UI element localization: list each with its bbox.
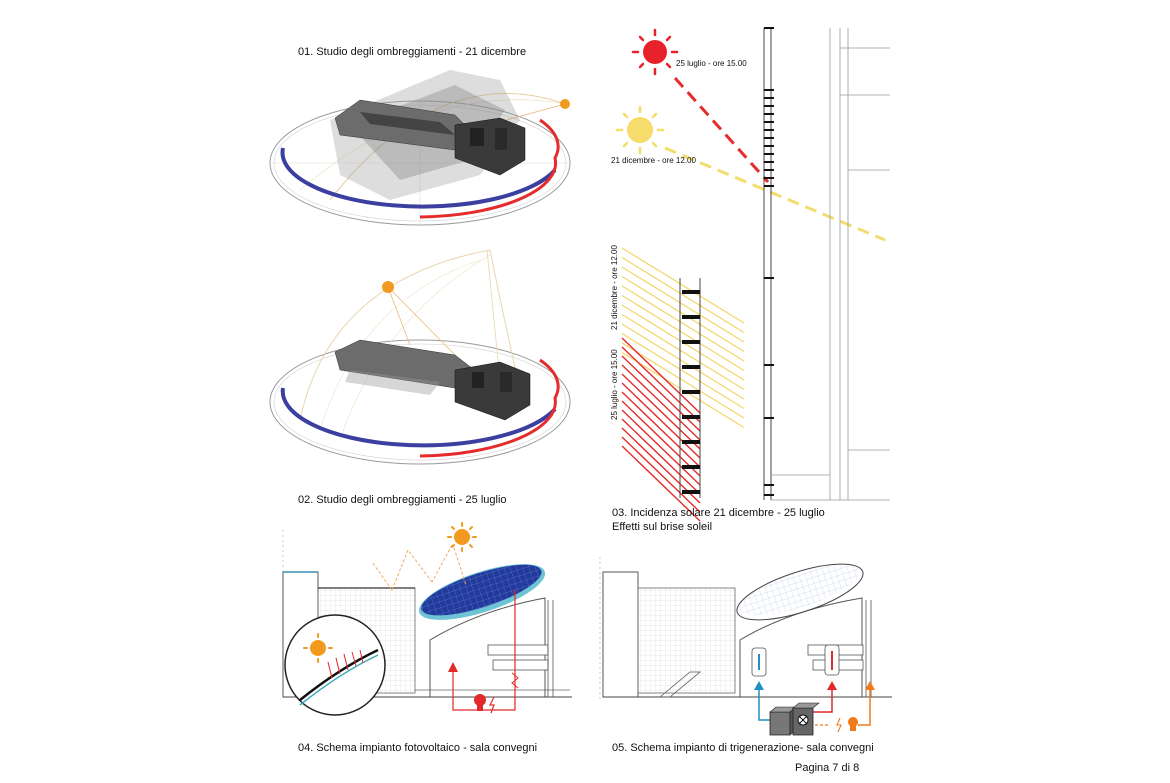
ray-line [621, 313, 745, 391]
ray-line [621, 391, 701, 468]
trigeneration-scheme [599, 557, 892, 736]
louvre-blade [682, 415, 700, 419]
ray-line [621, 247, 745, 324]
ray-line [621, 400, 701, 477]
ray-line [621, 323, 745, 400]
rays-label-summer: 25 luglio - ore 15.00 [610, 349, 619, 420]
louvre-blade [682, 340, 700, 344]
ray-line [621, 418, 701, 495]
ray-line [621, 364, 701, 441]
caption-04: 04. Schema impianto fotovoltaico - sala … [298, 742, 538, 754]
ray-line [621, 409, 701, 486]
sun-icon [303, 633, 333, 663]
ray-line [621, 342, 745, 419]
louvre-blade [682, 315, 700, 319]
ray-line [621, 346, 701, 423]
sun-label-summer: 25 luglio - ore 15.00 [676, 59, 747, 68]
ray-line [621, 294, 745, 372]
louvre-blade [682, 290, 700, 294]
ray-line [621, 382, 701, 459]
ray-line [621, 337, 701, 414]
louvre-blade [682, 490, 700, 494]
thermometer-icon [824, 644, 840, 676]
brise-soleil-rays [621, 247, 745, 522]
sun-icon [615, 105, 665, 155]
thermometer-icon [751, 647, 767, 677]
louvre-blade [682, 390, 700, 394]
ray-line [621, 285, 745, 362]
caption-03-subtitle: Effetti sul brise soleil [612, 521, 713, 533]
sun-icon [382, 281, 394, 293]
rays-label-winter: 21 dicembre - ore 12.00 [610, 245, 619, 330]
caption-01: 01. Studio degli ombreggiamenti - 21 dic… [298, 46, 527, 58]
louvre-blade [682, 365, 700, 369]
louvre-blade [682, 465, 700, 469]
sun-icon [560, 99, 570, 109]
shadow-study-dec21 [269, 70, 571, 226]
ray-line [621, 256, 745, 334]
ray-line [621, 332, 745, 410]
page-number: Pagina 7 di 8 [795, 762, 860, 774]
sun-icon [447, 522, 477, 552]
pv-scheme [282, 522, 572, 716]
fan-icon [792, 702, 820, 736]
caption-02: 02. Studio degli ombreggiamenti - 25 lug… [298, 494, 507, 506]
lightbulb-icon [848, 717, 858, 731]
ray-line [621, 445, 701, 522]
boiler-icon [769, 706, 797, 736]
louvre-blade [682, 440, 700, 444]
sun-icon [631, 28, 679, 76]
lightbulb-icon [474, 694, 486, 711]
ray-line [621, 373, 701, 450]
sun-label-winter: 21 dicembre - ore 12.00 [611, 156, 696, 165]
solar-incidence-section [615, 27, 890, 501]
ray-line [621, 275, 745, 353]
ray-line [621, 266, 745, 343]
caption-05: 05. Schema impianto di trigenerazione- s… [612, 742, 874, 754]
ray-line [621, 436, 701, 513]
caption-03-title: 03. Incidenza solare 21 dicembre - 25 lu… [612, 507, 825, 519]
shadow-study-jul25 [269, 249, 571, 465]
